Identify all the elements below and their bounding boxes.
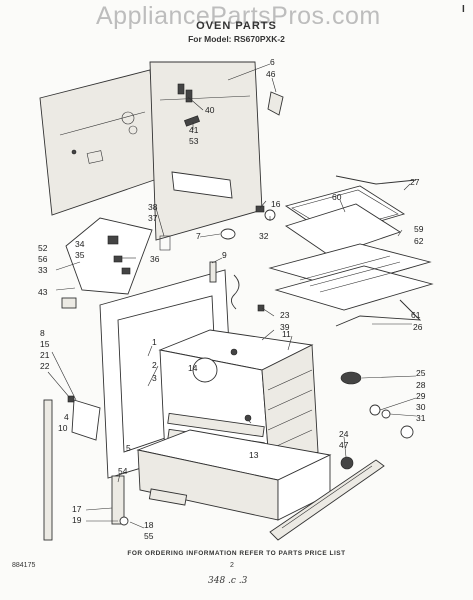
callout-3: 3	[152, 373, 157, 383]
control-components	[61, 217, 171, 309]
callout-16: 16	[271, 199, 281, 209]
callout-38: 38	[148, 202, 158, 212]
broil-element	[335, 175, 417, 185]
callout-62: 62	[414, 236, 424, 246]
callout-34: 34	[75, 239, 85, 249]
callout-19: 19	[72, 515, 82, 525]
callout-labels: 6 46 40 41 53 38 37 7 16 60 27 32 59 62 …	[38, 57, 426, 541]
callout-10: 10	[58, 423, 68, 433]
callout-46: 46	[266, 69, 276, 79]
handwritten-note: 348 .c .3	[208, 576, 248, 586]
callout-14: 14	[188, 363, 198, 373]
callout-39: 39	[280, 322, 290, 332]
callout-18: 18	[144, 520, 154, 530]
side-panel	[149, 61, 263, 241]
callout-52: 52	[38, 243, 48, 253]
watermark: AppliancePartsPros.com	[96, 2, 381, 30]
callout-31: 31	[416, 413, 426, 423]
document-code: 884175	[12, 562, 36, 569]
callout-35: 35	[75, 250, 85, 260]
callout-23: 23	[280, 310, 290, 320]
callout-21: 21	[40, 350, 50, 360]
callout-43: 43	[38, 287, 48, 297]
callout-13: 13	[249, 450, 259, 460]
callout-41: 41	[189, 125, 199, 135]
callout-56: 56	[38, 254, 48, 264]
callout-26: 26	[413, 322, 423, 332]
callout-6: 6	[270, 57, 275, 67]
callout-27: 27	[410, 177, 420, 187]
callout-37: 37	[148, 213, 158, 223]
callout-17: 17	[72, 504, 82, 514]
callout-40: 40	[205, 105, 215, 115]
callout-11: 11	[282, 329, 291, 339]
callout-28: 28	[416, 380, 426, 390]
callout-53: 53	[189, 136, 199, 146]
right-small-parts	[255, 205, 414, 470]
ordering-note: FOR ORDERING INFORMATION REFER TO PARTS …	[127, 550, 346, 557]
left-small-parts	[43, 228, 265, 541]
callout-1: 1	[152, 337, 157, 347]
rear-wall-panel	[39, 69, 167, 216]
callout-5: 5	[126, 443, 131, 453]
callout-25: 25	[416, 368, 426, 378]
model-line: For Model: RS670PXK-2	[188, 34, 285, 44]
callout-36: 36	[150, 254, 160, 264]
leader-lines	[47, 63, 417, 529]
callout-32: 32	[259, 231, 269, 241]
callout-61: 61	[411, 310, 421, 320]
callout-7: 7	[196, 231, 201, 241]
page-number: 2	[230, 562, 234, 569]
callout-59: 59	[414, 224, 424, 234]
callout-2: 2	[152, 360, 157, 370]
bracket-46	[267, 91, 284, 116]
callout-30: 30	[416, 402, 426, 412]
callout-22: 22	[40, 361, 50, 371]
toe-kick-vent	[269, 459, 385, 541]
callout-9: 9	[222, 250, 227, 260]
callout-33: 33	[38, 265, 48, 275]
callout-8: 8	[40, 328, 45, 338]
callout-54: 54	[118, 466, 128, 476]
base-panel	[136, 429, 332, 521]
corner-mark: I	[462, 4, 465, 15]
callout-15: 15	[40, 339, 50, 349]
oven-racks	[268, 185, 434, 327]
callout-24: 24	[339, 429, 349, 439]
callout-29: 29	[416, 391, 426, 401]
diagram-title: OVEN PARTS	[196, 20, 277, 32]
callout-55: 55	[144, 531, 154, 541]
callout-60: 60	[332, 192, 342, 202]
callout-4: 4	[64, 412, 69, 422]
callout-47: 47	[339, 440, 349, 450]
